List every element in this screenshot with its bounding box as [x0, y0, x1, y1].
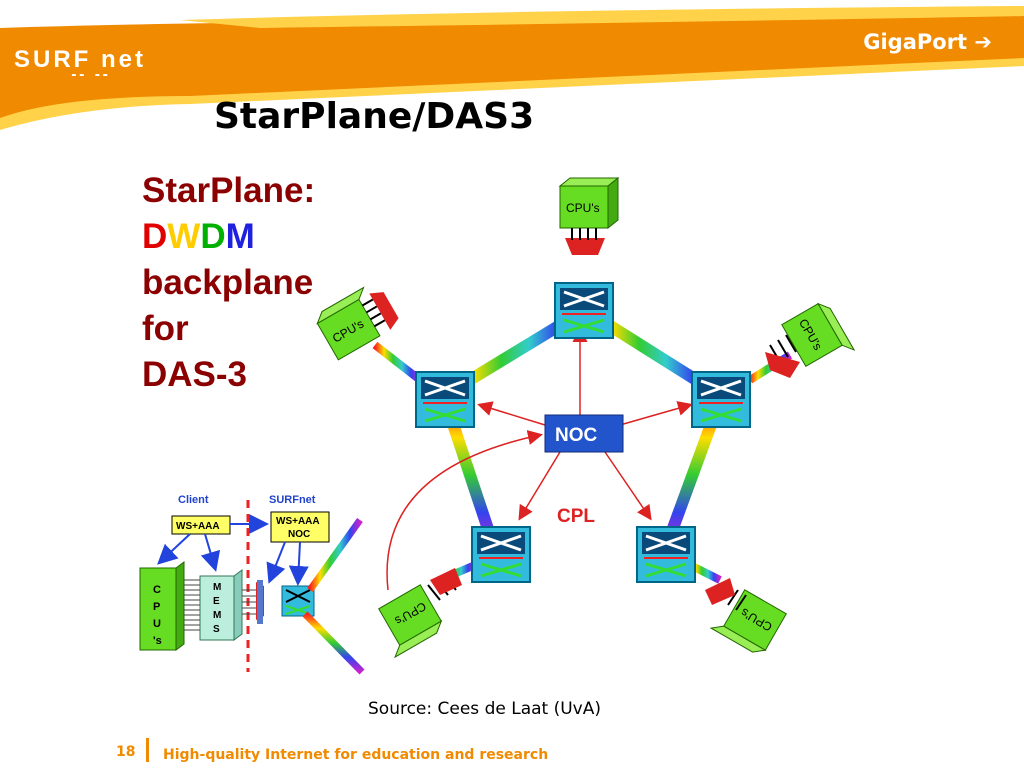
- footer-divider: [146, 738, 149, 762]
- inset-ws-aaa-noc-box: [270, 511, 330, 543]
- gigaport-link[interactable]: GigaPort ➔: [863, 30, 992, 54]
- cpu-right-plug: [765, 352, 800, 378]
- cpu-bl-plug: [430, 568, 462, 595]
- svg-text:U: U: [153, 618, 161, 630]
- cpu-cube-bottom-left[interactable]: CPU's: [370, 584, 445, 659]
- svg-text:M: M: [213, 610, 221, 621]
- subtitle-backplane: backplane: [142, 263, 314, 302]
- svg-text:P: P: [153, 601, 160, 613]
- inset-surfnet-label: SURFnet: [269, 494, 316, 506]
- cpl-label: CPL: [557, 506, 595, 527]
- surfnet-logo-mark: -- --: [70, 68, 110, 83]
- switch-top[interactable]: [554, 282, 614, 339]
- inset-diagram: Client SURFnet WS+AAA WS+AAA NOC C P U '…: [139, 494, 365, 675]
- svg-text:'s: 's: [153, 635, 162, 647]
- cpu-cube-left[interactable]: CPU's: [313, 280, 401, 361]
- svg-text:S: S: [213, 624, 220, 635]
- footer-tagline: High-quality Internet for education and …: [163, 747, 549, 763]
- noc-box[interactable]: NOC: [544, 414, 624, 453]
- subtitle-starplane: StarPlane:: [142, 171, 316, 210]
- cpu-label: CPU's: [566, 201, 600, 215]
- cpu-cube-right[interactable]: CPU's: [781, 300, 856, 375]
- svg-text:E: E: [213, 596, 220, 607]
- cpu-cube-top[interactable]: CPU's: [558, 176, 620, 255]
- subtitle-block: StarPlane: DWDM backplane for DAS-3: [142, 168, 315, 398]
- svg-text:C: C: [153, 584, 161, 596]
- switch-left[interactable]: [415, 371, 475, 428]
- inset-ws-aaa-noc-line1: WS+AAA: [276, 516, 320, 527]
- inset-cpus-box: [139, 567, 177, 651]
- dwdm-letter-d1: D: [142, 217, 168, 256]
- dwdm-letter-m: M: [225, 217, 255, 256]
- cpu-br-plug: [705, 578, 735, 605]
- header-swoosh: [0, 6, 1024, 130]
- subtitle-for: for: [142, 309, 189, 348]
- switch-right[interactable]: [691, 371, 751, 428]
- cpu-cube-bottom-right[interactable]: CPU's: [709, 585, 787, 657]
- dwdm-letter-d2: D: [200, 217, 226, 256]
- link-cpu-left: [372, 341, 423, 384]
- noc-arrows: [386, 327, 693, 591]
- switch-bottom-left[interactable]: [471, 526, 531, 583]
- source-credit: Source: Cees de Laat (UvA): [368, 699, 601, 719]
- inset-ws-aaa-label: WS+AAA: [176, 521, 220, 532]
- surfnet-logo[interactable]: SURF net: [14, 46, 146, 73]
- page-number: 18: [116, 744, 136, 760]
- header-banner: SURF net -- -- GigaPort ➔: [0, 0, 1024, 130]
- dwdm-letter-w: W: [167, 217, 201, 256]
- switch-bottom-right[interactable]: [636, 526, 696, 583]
- subtitle-dwdm: DWDM: [142, 214, 315, 260]
- svg-text:M: M: [213, 582, 221, 593]
- noc-label: NOC: [555, 425, 598, 446]
- inset-client-label: Client: [178, 494, 209, 506]
- subtitle-das3: DAS-3: [142, 355, 248, 394]
- inset-ws-aaa-noc-line2: NOC: [288, 529, 310, 540]
- slide-title: StarPlane/DAS3: [214, 96, 535, 137]
